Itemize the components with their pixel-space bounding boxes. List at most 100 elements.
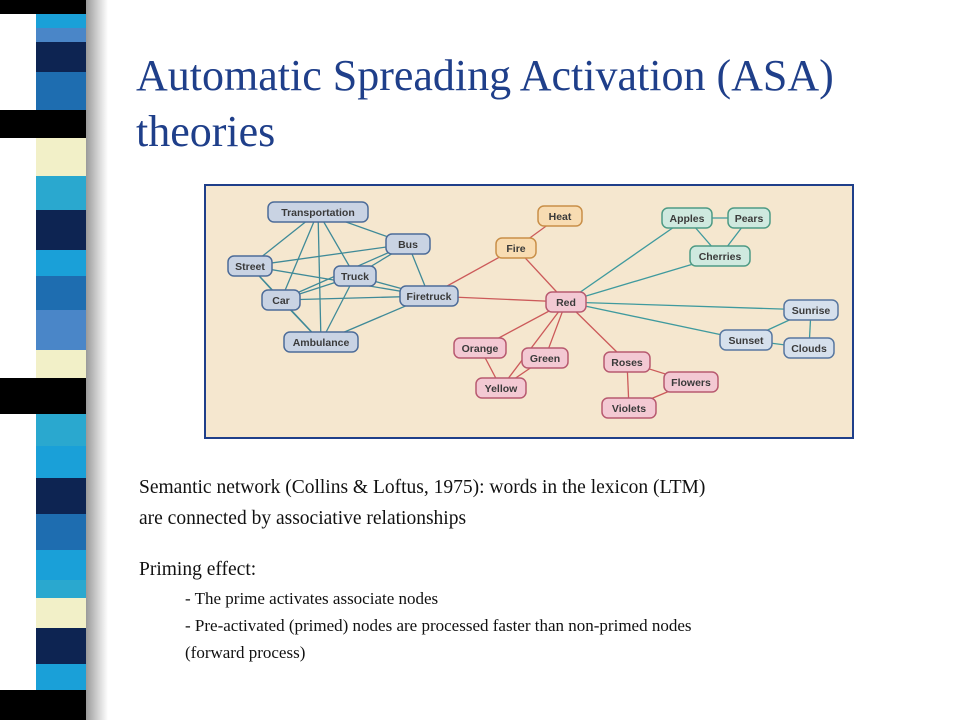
node-box-flowers (663, 371, 719, 393)
node-orange: Orange (453, 337, 507, 359)
node-label-roses: Roses (611, 357, 643, 369)
node-transportation: Transportation (267, 201, 369, 223)
network-edge-transportation-car (280, 211, 319, 301)
network-edge-street-bus (249, 243, 409, 267)
node-sunset: Sunset (719, 329, 773, 351)
node-label-sunset: Sunset (728, 335, 764, 347)
stripe-segment (0, 0, 86, 14)
node-label-ambulance: Ambulance (293, 337, 350, 349)
network-edge-red-sunrise (565, 301, 812, 311)
node-label-pears: Pears (735, 213, 764, 225)
bullet-2-line-2: (forward process) (185, 643, 306, 662)
node-box-bus (385, 233, 431, 255)
node-box-red (545, 291, 587, 313)
node-label-car: Car (272, 295, 290, 307)
stripe-segment (36, 414, 86, 446)
node-flowers: Flowers (663, 371, 719, 393)
node-label-orange: Orange (462, 343, 499, 355)
network-edge-red-yellow (500, 301, 567, 389)
node-label-green: Green (530, 353, 560, 365)
stripe-segment (36, 28, 86, 42)
node-red: Red (545, 291, 587, 313)
stripe-segment (36, 72, 86, 110)
stripe-segment (36, 14, 86, 28)
description-line-1: Semantic network (Collins & Loftus, 1975… (139, 477, 706, 498)
node-roses: Roses (603, 351, 651, 373)
node-box-cherries (689, 245, 751, 267)
bullet-1: - The prime activates associate nodes (185, 589, 439, 608)
node-box-street (227, 255, 273, 277)
node-box-clouds (783, 337, 835, 359)
node-yellow: Yellow (475, 377, 527, 399)
stripe-segment (36, 138, 86, 176)
bullet-2-line-1: - Pre-activated (primed) nodes are proce… (185, 616, 692, 635)
node-violets: Violets (601, 397, 657, 419)
node-firetruck: Firetruck (399, 285, 459, 307)
node-label-fire: Fire (506, 243, 525, 255)
stripe-segment (36, 514, 86, 550)
node-label-violets: Violets (612, 403, 646, 415)
node-box-sunset (719, 329, 773, 351)
stripe-segment (36, 664, 86, 690)
priming-heading: Priming effect: (139, 559, 257, 580)
node-box-sunrise (783, 299, 839, 321)
stripe-segment (0, 690, 86, 720)
node-car: Car (261, 289, 301, 311)
stripe-segment (36, 478, 86, 514)
description-line-2: are connected by associative relationshi… (139, 508, 467, 529)
node-box-roses (603, 351, 651, 373)
node-box-pears (727, 207, 771, 229)
stripe-segment (36, 628, 86, 664)
node-heat: Heat (537, 205, 583, 227)
node-label-firetruck: Firetruck (407, 291, 452, 303)
node-street: Street (227, 255, 273, 277)
stripe-segment (36, 350, 86, 378)
node-label-red: Red (556, 297, 576, 309)
node-label-apples: Apples (669, 213, 704, 225)
node-cherries: Cherries (689, 245, 751, 267)
stripe-segment (36, 210, 86, 250)
stripe-segment (36, 176, 86, 210)
stripe-segment (36, 250, 86, 276)
stripe-segment (36, 598, 86, 628)
node-box-green (521, 347, 569, 369)
node-apples: Apples (661, 207, 713, 229)
node-box-truck (333, 265, 377, 287)
node-box-yellow (475, 377, 527, 399)
node-green: Green (521, 347, 569, 369)
title-line-1: Automatic Spreading Activation (ASA) (136, 51, 834, 100)
node-sunrise: Sunrise (783, 299, 839, 321)
stripe-segment (36, 580, 86, 598)
decorative-stripe (0, 0, 108, 720)
node-box-car (261, 289, 301, 311)
network-edge-red-sunset (565, 301, 747, 341)
node-clouds: Clouds (783, 337, 835, 359)
stripe-segment (0, 378, 86, 414)
node-pears: Pears (727, 207, 771, 229)
node-box-heat (537, 205, 583, 227)
network-edge-red-apples (565, 217, 688, 303)
title-line-2: theories (136, 107, 276, 156)
node-label-heat: Heat (549, 211, 572, 223)
node-box-apples (661, 207, 713, 229)
node-truck: Truck (333, 265, 377, 287)
node-bus: Bus (385, 233, 431, 255)
node-label-yellow: Yellow (485, 383, 519, 395)
stripe-segment (36, 550, 86, 580)
node-label-flowers: Flowers (671, 377, 711, 389)
node-box-transportation (267, 201, 369, 223)
node-label-bus: Bus (398, 239, 418, 251)
node-box-violets (601, 397, 657, 419)
network-edge-truck-ambulance (320, 275, 356, 343)
stripe-segment (36, 276, 86, 310)
node-label-truck: Truck (341, 271, 369, 283)
node-label-street: Street (235, 261, 265, 273)
node-label-cherries: Cherries (699, 251, 742, 263)
node-label-clouds: Clouds (791, 343, 827, 355)
node-box-orange (453, 337, 507, 359)
slide-body: Semantic network (Collins & Loftus, 1975… (139, 472, 929, 666)
node-ambulance: Ambulance (283, 331, 359, 353)
stripe-segment (36, 446, 86, 478)
